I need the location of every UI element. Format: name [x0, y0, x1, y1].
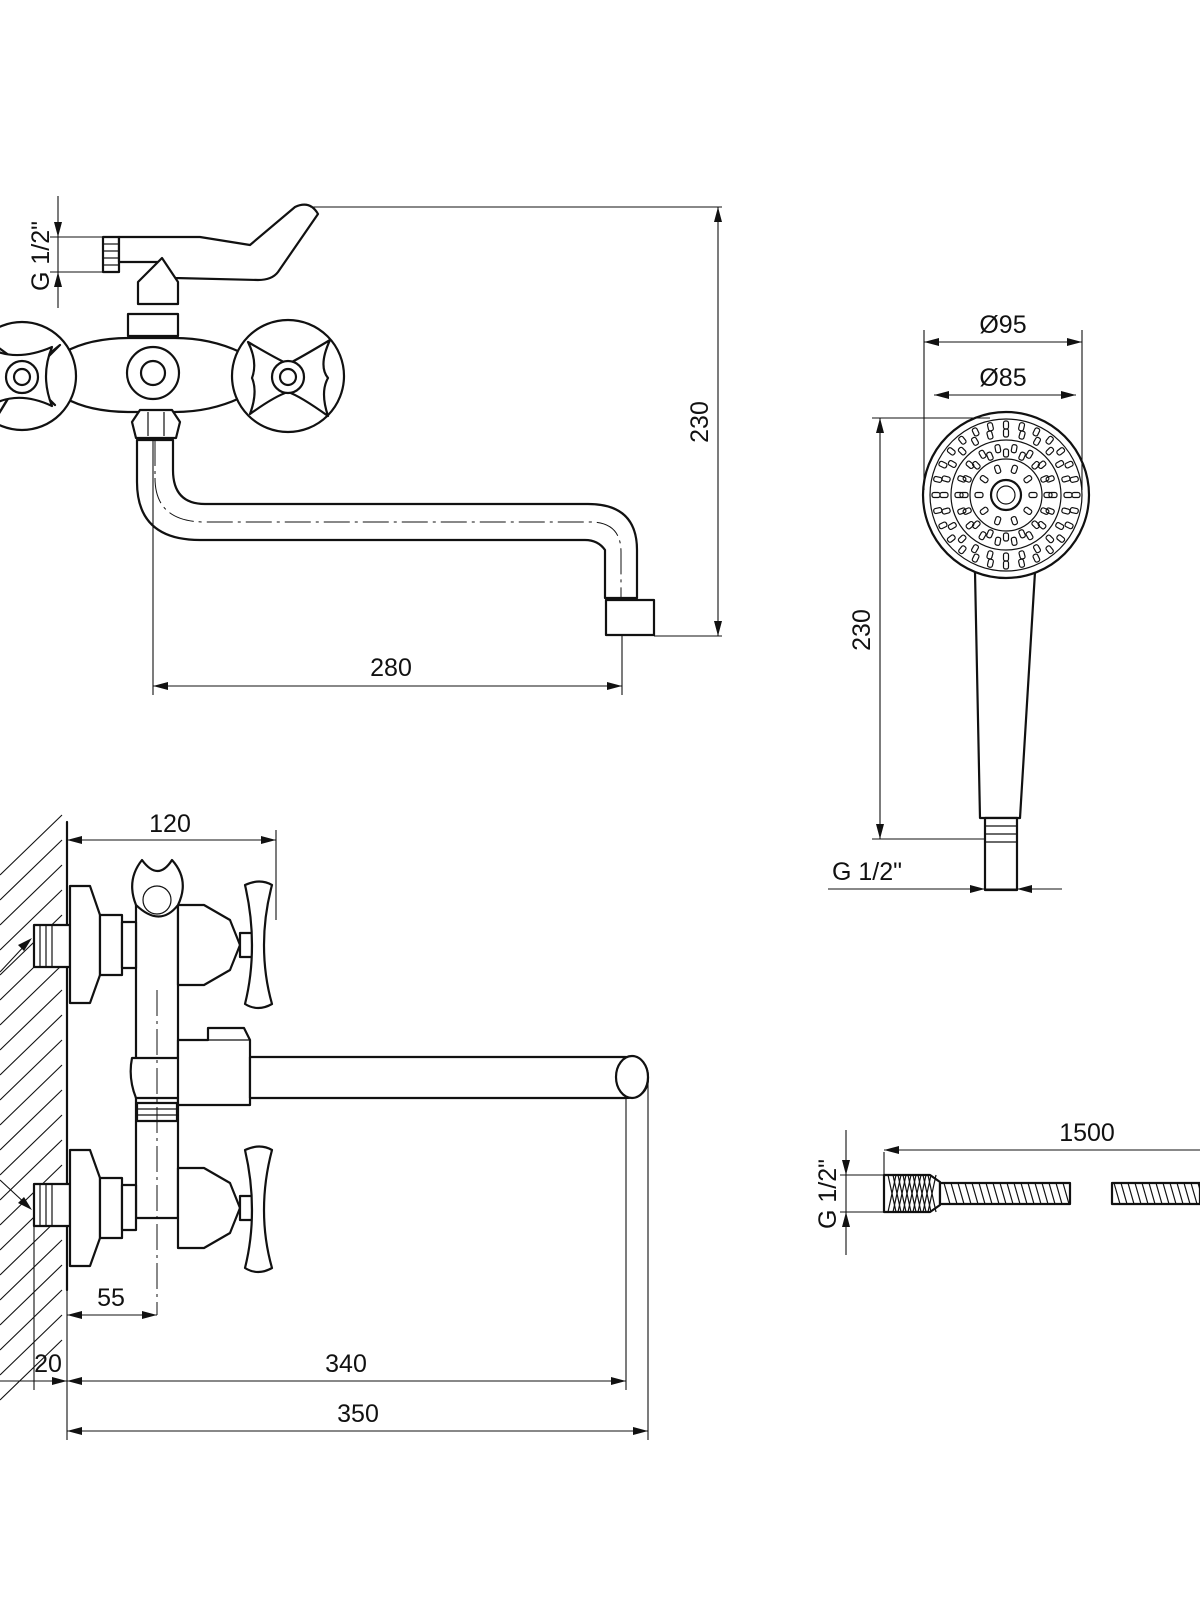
hose-coil-right [1113, 1182, 1200, 1205]
top-reach-label: 280 [370, 654, 412, 682]
head-inner-diameter-label: Ø85 [979, 364, 1026, 392]
head-outer-diameter-label: Ø95 [979, 311, 1026, 339]
front-mixer-view: 120 55 20 340 350 [0, 810, 650, 1440]
hose-thread-label: G 1/2" [814, 1159, 842, 1229]
hose-view: 1500 G 1/2" [814, 1119, 1200, 1255]
front-left-label: 20 [34, 1350, 62, 1378]
front-offset-label: 55 [97, 1284, 125, 1312]
hose-length-label: 1500 [1059, 1119, 1115, 1147]
shower-length-label: 230 [848, 609, 876, 651]
top-thread-label: G 1/2" [27, 221, 55, 291]
hose-coil-left [943, 1182, 1070, 1205]
top-height-label: 230 [686, 401, 714, 443]
front-reach-label: 340 [325, 1350, 367, 1378]
shower-head-view: Ø95 Ø85 230 G 1/2" [828, 311, 1091, 893]
hose-nut-knurl [887, 1174, 937, 1213]
front-total-label: 350 [337, 1400, 379, 1428]
top-mixer-view: G 1/2" 230 280 [0, 196, 722, 695]
shower-thread-label: G 1/2" [832, 858, 902, 886]
spray-nozzles [931, 420, 1081, 570]
wall-hatching [0, 814, 63, 1401]
front-width-label: 120 [149, 810, 191, 838]
